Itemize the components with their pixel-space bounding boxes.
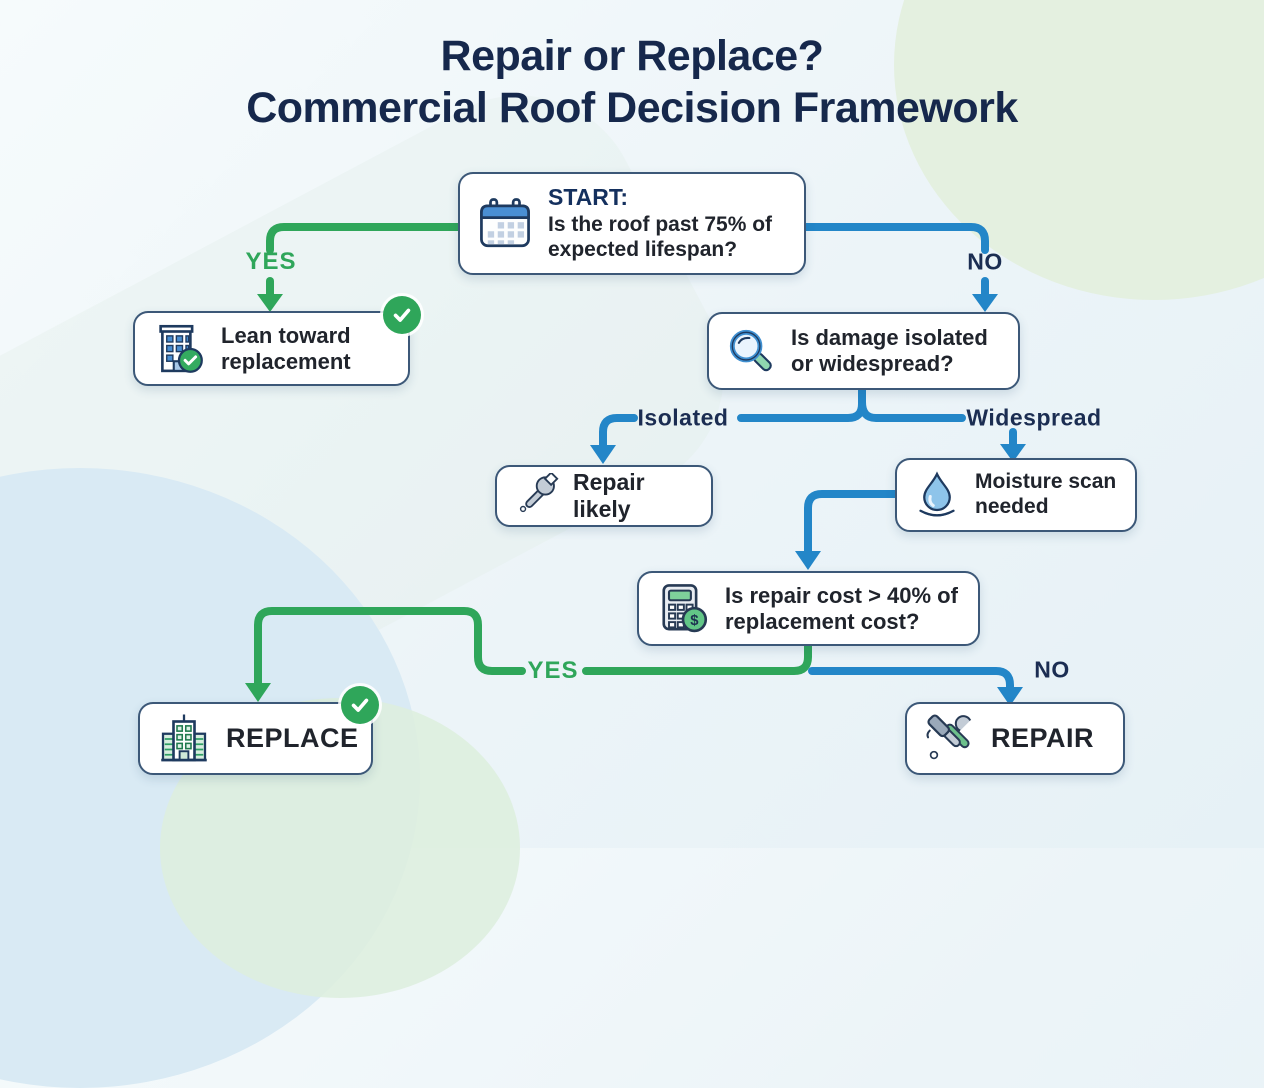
check-badge: [341, 686, 379, 724]
building-check-icon: [159, 324, 203, 373]
edge-label-no-bottom: NO: [1034, 656, 1070, 683]
moisture-scan-label: Moisture scan needed: [975, 470, 1117, 518]
node-moisture-scan: Moisture scan needed: [895, 458, 1137, 532]
node-cost-question: $ Is repair cost > 40% of replacement co…: [637, 571, 980, 646]
start-question: Is the roof past 75% of expected lifespa…: [548, 213, 773, 262]
flow-connectors: [245, 223, 1026, 706]
magnifier-icon: [729, 329, 772, 372]
replace-label: REPLACE: [226, 722, 359, 753]
damage-question: Is damage isolated or widespread?: [791, 325, 988, 376]
repair-likely-label: Repair likely: [573, 468, 645, 522]
start-heading: START:: [548, 184, 629, 211]
hammer-wrench-icon: [926, 713, 972, 759]
node-replace: REPLACE: [138, 686, 379, 775]
check-badge: [383, 296, 421, 334]
node-lean-replacement: Lean toward replacement: [133, 296, 421, 386]
calendar-icon: [480, 197, 530, 247]
calculator-icon: $: [662, 583, 708, 632]
edge-label-isolated: Isolated: [637, 404, 729, 431]
title-line-1: Repair or Replace?: [440, 32, 824, 80]
check-icon: [393, 308, 411, 322]
title-line-2: Commercial Roof Decision Framework: [246, 84, 1018, 133]
lean-replacement-label: Lean toward replacement: [221, 322, 351, 374]
check-icon: [351, 698, 369, 712]
wrench-icon: [519, 473, 559, 513]
building-green-icon: [161, 714, 207, 761]
droplet-icon: [919, 471, 955, 517]
cost-question: Is repair cost > 40% of replacement cost…: [725, 582, 958, 634]
edge-label-yes-bottom: YES: [527, 657, 579, 684]
node-damage-question: Is damage isolated or widespread?: [707, 312, 1020, 390]
node-repair-likely: Repair likely: [495, 465, 713, 527]
edge-label-widespread: Widespread: [966, 404, 1102, 431]
page-title: Repair or Replace? Commercial Roof Decis…: [0, 30, 1264, 135]
node-start: START: Is the roof past 75% of expected …: [458, 172, 806, 275]
repair-label: REPAIR: [991, 722, 1095, 753]
edge-label-yes-top: YES: [245, 248, 297, 275]
edge-label-no-top: NO: [967, 248, 1003, 275]
svg-text:$: $: [690, 612, 699, 628]
node-repair: REPAIR: [905, 702, 1125, 775]
